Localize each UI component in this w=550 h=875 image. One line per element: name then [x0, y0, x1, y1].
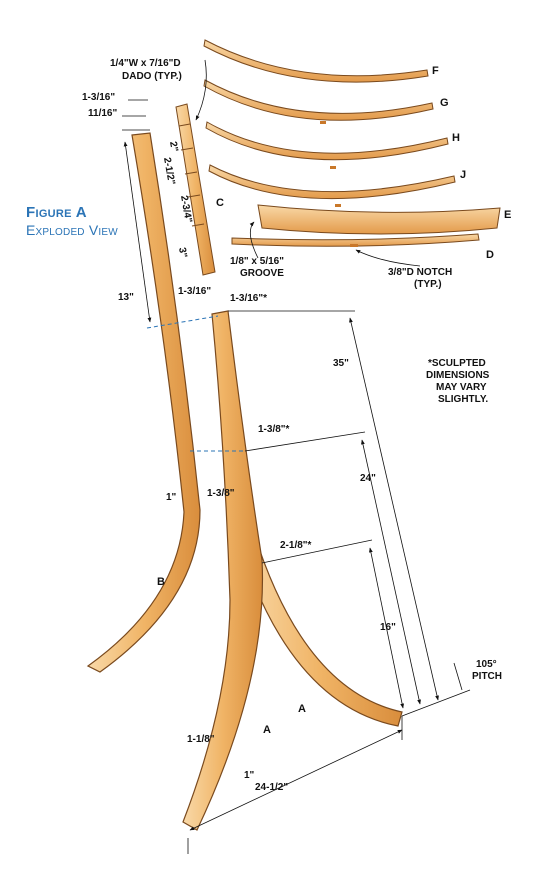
dim-c-seg1: 2": [167, 141, 180, 153]
dim-height-35: 35": [333, 358, 349, 369]
label-part-a-front: A: [263, 724, 271, 736]
notch-callout-line1: 3/8"D NOTCH: [388, 267, 452, 278]
note-line2: DIMENSIONS: [426, 370, 490, 381]
seat-rail-d: [231, 233, 480, 247]
dimension-lines: [122, 59, 471, 854]
dim-b-top-width: 1-3/16": [82, 92, 115, 103]
part-a-front: [182, 310, 264, 831]
slat-g: [203, 79, 434, 124]
dim-b-mid-width: 1-3/16": [178, 286, 211, 297]
seat-slat-e: [257, 204, 501, 235]
dim-b-low-width: 1-3/8": [207, 488, 235, 499]
notch-callout-line2: (TYP.): [414, 279, 442, 290]
pitch-label: PITCH: [472, 671, 502, 682]
slat-h: [205, 121, 449, 169]
dim-c-seg2: 2-1/2": [161, 157, 177, 186]
label-part-g: G: [440, 97, 449, 109]
part-c: [175, 103, 216, 276]
reference-line-top: [146, 315, 219, 329]
dim-b-length: 13": [118, 292, 134, 303]
label-part-d: D: [486, 249, 494, 261]
label-part-e: E: [504, 209, 511, 221]
figure-title: Figure A: [26, 204, 87, 221]
slat-f: [203, 39, 429, 83]
dim-c-seg4: 3": [176, 247, 189, 259]
dim-a-top-width: 1-3/16"*: [230, 293, 267, 304]
label-part-a-rear: A: [298, 703, 306, 715]
groove-callout-line2: GROOVE: [240, 268, 284, 279]
dim-base-span: 24-1/2": [255, 782, 288, 793]
dado-callout-line2: DADO (TYP.): [122, 71, 182, 82]
part-b: [86, 132, 201, 673]
label-part-f: F: [432, 65, 439, 77]
figure-subtitle: Exploded View: [26, 222, 118, 238]
note-line3: MAY VARY: [436, 382, 487, 393]
dim-height-24: 24": [360, 473, 376, 484]
dim-b-low-thick: 1": [166, 492, 177, 503]
pitch-value: 105°: [476, 659, 497, 670]
dim-a-mid-width: 2-1/8"*: [280, 540, 312, 551]
label-part-c: C: [216, 197, 224, 209]
label-part-b: B: [157, 576, 165, 588]
dado-callout-line1: 1/4"W x 7/16"D: [110, 58, 181, 69]
note-line4: SLIGHTLY.: [438, 394, 488, 405]
dim-c-seg3: 2-3/4": [178, 195, 194, 224]
label-part-j: J: [460, 169, 466, 181]
dim-a-bottom-thick: 1": [244, 770, 255, 781]
dim-height-16: 16": [380, 622, 396, 633]
note-line1: *SCULPTED: [428, 358, 486, 369]
groove-callout-line1: 1/8" x 5/16": [230, 256, 284, 267]
dim-b-top-thick: 11/16": [88, 108, 117, 119]
slat-j: [208, 164, 456, 207]
dim-a-upper-width: 1-3/8"*: [258, 424, 290, 435]
label-part-h: H: [452, 132, 460, 144]
dim-a-bottom-width: 1-1/8": [187, 734, 215, 745]
